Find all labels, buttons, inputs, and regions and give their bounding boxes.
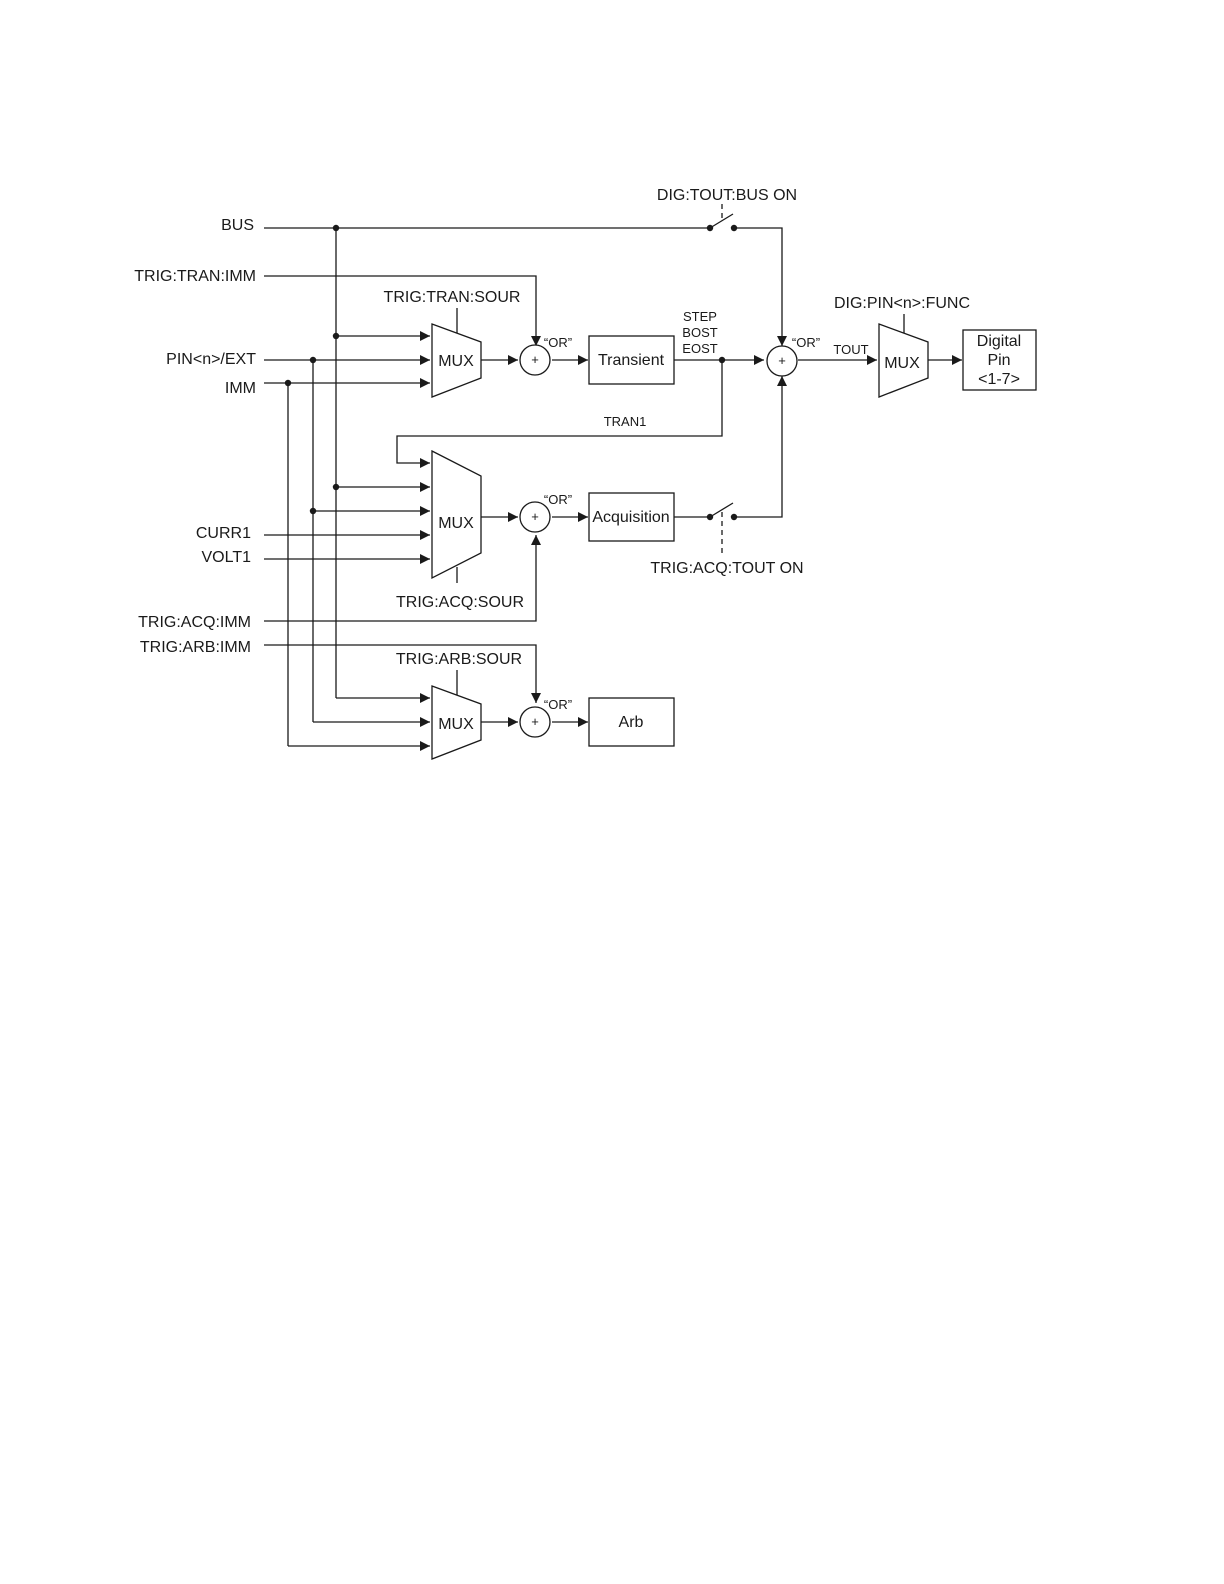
or-label-acquisition: “OR” [544, 492, 572, 507]
switch-acq-tout-on-label: TRIG:ACQ:TOUT ON [650, 560, 803, 577]
input-trig-acq-imm-label: TRIG:ACQ:IMM [138, 614, 251, 631]
acq-sour-label: TRIG:ACQ:SOUR [396, 594, 524, 611]
arb-or-node: + [520, 707, 550, 737]
input-imm-label: IMM [225, 380, 256, 397]
arb-sour-label: TRIG:ARB:SOUR [396, 651, 522, 668]
tran-mux-label: MUX [438, 353, 474, 370]
arb-mux: MUX [432, 686, 481, 759]
acq-mux-label: MUX [438, 515, 474, 532]
pin-func-label: DIG:PIN<n>:FUNC [834, 295, 970, 312]
or-label-tout: “OR” [792, 335, 820, 350]
acq-switch [707, 503, 737, 556]
pin-mux-label: MUX [884, 355, 920, 372]
switch-bus-on-label: DIG:TOUT:BUS ON [657, 187, 797, 204]
digital-pin-label-line3: <1-7> [978, 371, 1020, 388]
bus-switch-output-wire [734, 228, 782, 346]
or-label-transient: “OR” [544, 335, 572, 350]
transient-block: Transient [589, 336, 674, 384]
signal-eost-label: EOST [682, 341, 717, 356]
junction-bus-acq [333, 484, 339, 490]
arb-or-symbol: + [531, 714, 539, 729]
digital-pin-label-line1: Digital [977, 333, 1021, 350]
signal-tout-label: TOUT [833, 342, 868, 357]
junction-tran1 [719, 357, 725, 363]
junction-pin [310, 357, 316, 363]
acq-switch-output-wire [734, 376, 782, 517]
tran-or-node: + [520, 345, 550, 375]
junction-pin-acq [310, 508, 316, 514]
input-trig-tran-imm-label: TRIG:TRAN:IMM [134, 268, 256, 285]
acq-or-node: + [520, 502, 550, 532]
acq-or-symbol: + [531, 509, 539, 524]
bus-switch-contact [731, 225, 737, 231]
input-volt1-label: VOLT1 [202, 549, 252, 566]
acq-switch-contact [731, 514, 737, 520]
tout-or-symbol: + [778, 353, 786, 368]
arb-mux-label: MUX [438, 716, 474, 733]
acquisition-label: Acquisition [592, 509, 669, 526]
digital-pin-block: Digital Pin <1-7> [963, 330, 1036, 390]
acq-mux: MUX [432, 451, 481, 578]
transient-label: Transient [598, 352, 665, 369]
input-bus-label: BUS [221, 217, 254, 234]
signal-step-label: STEP [683, 309, 717, 324]
signal-bost-label: BOST [682, 325, 717, 340]
junction-bus [333, 225, 339, 231]
bus-switch-pivot [707, 225, 713, 231]
tout-or-node: + [767, 346, 797, 376]
junction-imm [285, 380, 291, 386]
input-curr1-label: CURR1 [196, 525, 251, 542]
or-label-arb: “OR” [544, 697, 572, 712]
bus-switch [707, 204, 737, 231]
signal-tran1-label: TRAN1 [604, 414, 647, 429]
arb-block: Arb [589, 698, 674, 746]
input-trig-arb-imm-label: TRIG:ARB:IMM [140, 639, 251, 656]
digital-pin-label-line2: Pin [987, 352, 1010, 369]
input-pin-ext-label: PIN<n>/EXT [166, 351, 256, 368]
acq-switch-pivot [707, 514, 713, 520]
tran-or-symbol: + [531, 352, 539, 367]
acquisition-block: Acquisition [589, 493, 674, 541]
tran-sour-label: TRIG:TRAN:SOUR [384, 289, 521, 306]
junction-bus-tran [333, 333, 339, 339]
tran-mux: MUX [432, 324, 481, 397]
arb-label: Arb [619, 714, 644, 731]
pin-mux: MUX [879, 324, 928, 397]
